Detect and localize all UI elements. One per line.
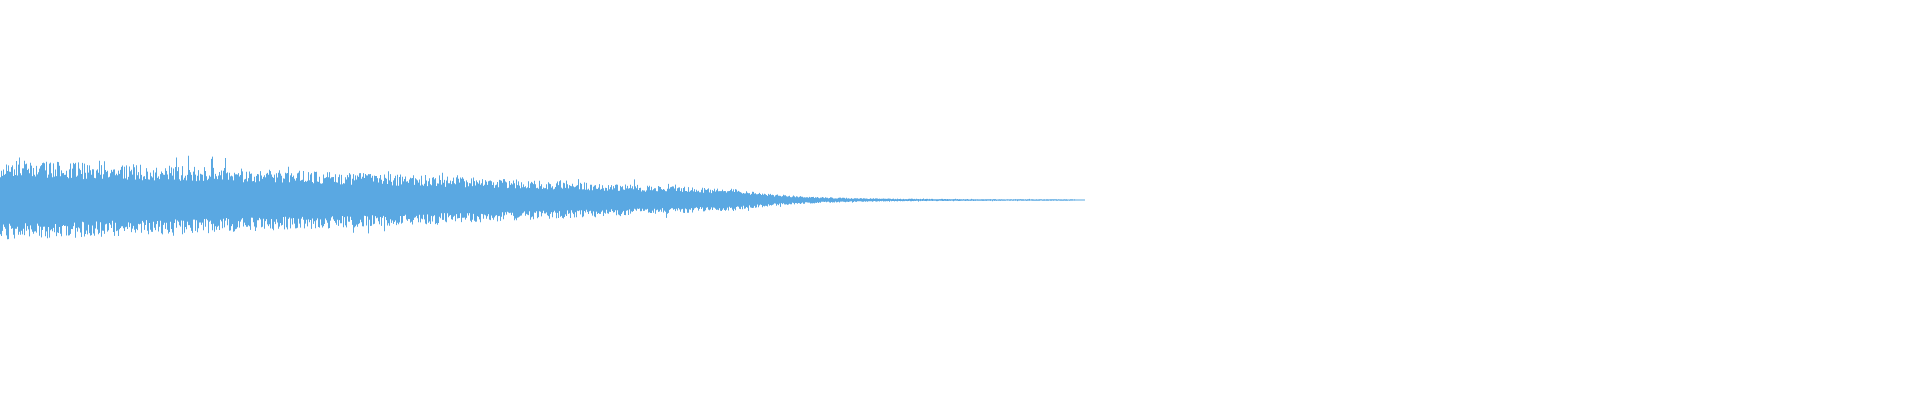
waveform-samples: [0, 155, 1075, 240]
